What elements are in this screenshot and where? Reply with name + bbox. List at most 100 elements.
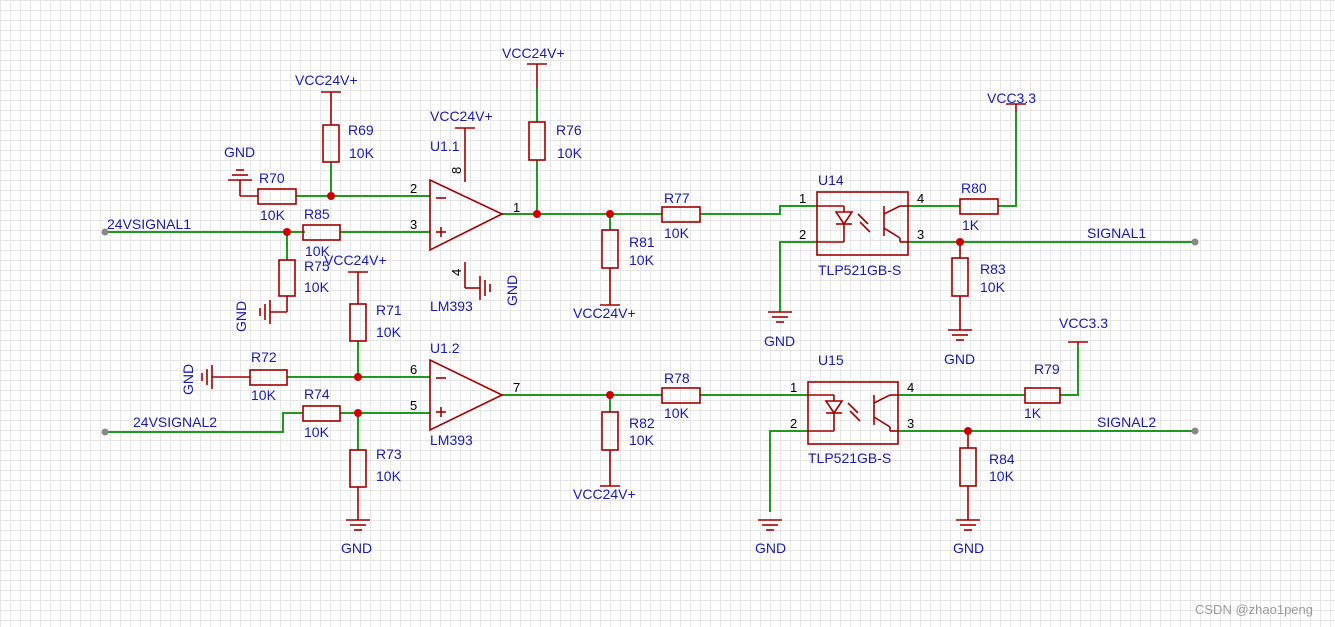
junction-dot xyxy=(956,238,964,246)
resistor-r82[interactable] xyxy=(601,411,619,451)
junction-dot xyxy=(283,228,291,236)
resistor-r73[interactable] xyxy=(349,449,367,488)
ref-u1-2: U1.2 xyxy=(430,340,460,356)
ref-r82: R82 xyxy=(629,415,655,431)
resistor-r81[interactable] xyxy=(601,229,619,269)
pin-number: 5 xyxy=(410,398,417,413)
resistor-r74[interactable] xyxy=(302,405,341,422)
led-icon xyxy=(834,211,854,226)
ref-r76: R76 xyxy=(556,122,582,138)
ref-r74: R74 xyxy=(304,386,330,402)
resistor-r77[interactable] xyxy=(661,206,701,223)
val-r75: 10K xyxy=(304,279,330,295)
ref-r79: R79 xyxy=(1034,361,1060,377)
resistors xyxy=(249,121,1061,488)
ref-r75: R75 xyxy=(304,258,330,274)
junction-dot xyxy=(964,427,972,435)
resistor-r85[interactable] xyxy=(302,224,341,241)
val-r81: 10K xyxy=(629,252,655,268)
opto-u15-body xyxy=(807,381,899,445)
resistor-r76[interactable] xyxy=(528,121,546,161)
ref-u1-1: U1.1 xyxy=(430,138,460,154)
wire-r79-vcc33 xyxy=(1060,345,1079,396)
wires xyxy=(105,88,1195,512)
ref-r84: R84 xyxy=(989,451,1015,467)
pin-number: 4 xyxy=(449,269,464,276)
ref-r80: R80 xyxy=(961,180,987,196)
watermark: CSDN @zhao1peng xyxy=(1195,602,1313,617)
vcc33-label: VCC3.3 xyxy=(987,90,1036,106)
resistor-r70[interactable] xyxy=(257,188,297,205)
ground-icon xyxy=(228,169,252,181)
resistor-r78[interactable] xyxy=(661,387,701,404)
optocoupler-u14[interactable] xyxy=(816,191,909,256)
pin-number: 7 xyxy=(513,380,520,395)
ref-u15: U15 xyxy=(818,352,844,368)
comparator-u1-2[interactable] xyxy=(429,358,504,432)
pin-number: 3 xyxy=(907,416,914,431)
vcc24-label: VCC24V+ xyxy=(573,486,636,502)
pin-number: 2 xyxy=(790,416,797,431)
resistor-r72[interactable] xyxy=(249,369,288,386)
val-r76: 10K xyxy=(557,145,583,161)
ground-icon xyxy=(346,519,370,531)
val-r78: 10K xyxy=(664,405,690,421)
gnd-label: GND xyxy=(944,351,975,367)
val-r82: 10K xyxy=(629,432,655,448)
resistor-r79[interactable] xyxy=(1024,387,1061,404)
comparator-u1-2-body xyxy=(429,358,504,432)
resistor-r80[interactable] xyxy=(959,198,999,215)
pin-number: 3 xyxy=(917,227,924,242)
junction-dot xyxy=(354,373,362,381)
ref-r78: R78 xyxy=(664,370,690,386)
port-signal1[interactable] xyxy=(1191,238,1199,246)
pin-number: 4 xyxy=(917,191,924,206)
ref-r85: R85 xyxy=(304,206,330,222)
resistor-r75[interactable] xyxy=(278,259,296,297)
gnd-label: GND xyxy=(180,364,196,395)
gnd-label: GND xyxy=(953,540,984,556)
junction-dot xyxy=(533,210,541,218)
power-labels: VCC24V+ VCC24V+ VCC24V+ VCC24V+ VCC24V+ … xyxy=(180,45,1108,556)
vcc33-label: VCC3.3 xyxy=(1059,315,1108,331)
pin-number: 2 xyxy=(799,227,806,242)
vcc24-label: VCC24V+ xyxy=(324,252,387,268)
pin-number: 6 xyxy=(410,362,417,377)
resistor-r71[interactable] xyxy=(349,303,367,342)
resistor-r69[interactable] xyxy=(322,124,340,163)
val-r79: 1K xyxy=(1024,405,1042,421)
wire-r77-u14 xyxy=(700,205,817,215)
val-r84: 10K xyxy=(989,468,1015,484)
pin-numbers: 2 3 1 8 4 6 5 7 1 2 3 4 1 2 3 4 xyxy=(410,167,924,431)
vcc24-label: VCC24V+ xyxy=(502,45,565,61)
resistor-r83[interactable] xyxy=(951,257,969,297)
ref-r70: R70 xyxy=(259,170,285,186)
optocoupler-u15[interactable] xyxy=(807,381,899,445)
resistor-r84[interactable] xyxy=(959,447,977,487)
port-24vsignal1[interactable] xyxy=(101,228,109,236)
junctions xyxy=(283,192,972,435)
pin-number: 4 xyxy=(907,380,914,395)
pin-number: 1 xyxy=(513,200,520,215)
comparator-u1-1[interactable] xyxy=(429,178,504,252)
ground-icon xyxy=(948,329,972,341)
junction-dot xyxy=(606,210,614,218)
gnd-label: GND xyxy=(341,540,372,556)
wire-r80-vcc33 xyxy=(998,112,1017,207)
ref-r77: R77 xyxy=(664,190,690,206)
pin-number: 2 xyxy=(410,181,417,196)
ref-r71: R71 xyxy=(376,302,402,318)
wire-in2 xyxy=(105,412,303,433)
port-signal2[interactable] xyxy=(1191,427,1199,435)
part-u14: TLP521GB-S xyxy=(818,262,901,278)
part-u1-1: LM393 xyxy=(430,298,473,314)
vcc24-label: VCC24V+ xyxy=(430,108,493,124)
ref-r73: R73 xyxy=(376,446,402,462)
net-label-signal2: SIGNAL2 xyxy=(1097,414,1156,430)
ground-icon xyxy=(259,300,271,324)
port-24vsignal2[interactable] xyxy=(101,428,109,436)
val-r77: 10K xyxy=(664,225,690,241)
ground-icon xyxy=(479,276,491,300)
part-u15: TLP521GB-S xyxy=(808,450,891,466)
